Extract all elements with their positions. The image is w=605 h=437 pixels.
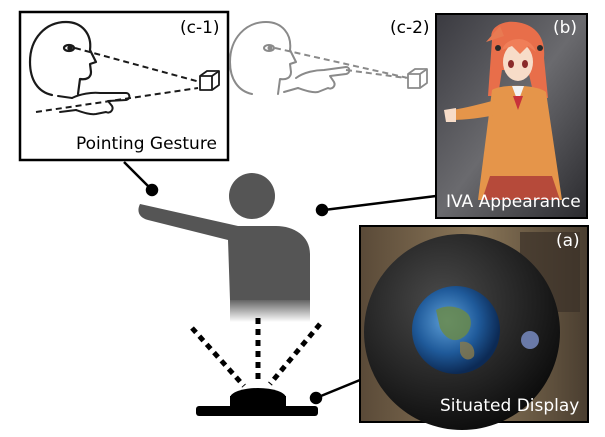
gaze-line [74, 47, 201, 83]
body-fade [230, 298, 310, 322]
target-cube-icon [199, 70, 220, 91]
person-pointing-icon [138, 173, 310, 300]
pointing-line [35, 87, 199, 113]
panel-a-tag: (a) [556, 231, 580, 251]
panel-a-caption: Situated Display [440, 396, 580, 416]
panel-c1-tag: (c-1) [180, 18, 220, 38]
pointing-line [345, 69, 407, 79]
target-cube-icon [407, 68, 428, 89]
spotlight-base-icon [190, 318, 322, 388]
pointing-hand-icon [57, 91, 131, 116]
connectors [123, 161, 437, 405]
pointing-hand-icon [283, 66, 351, 94]
base-platform [196, 388, 318, 416]
panel-b-caption: IVA Appearance [446, 192, 581, 212]
panel-c1-caption: Pointing Gesture [76, 134, 217, 154]
moon [521, 331, 539, 349]
gaze-line [274, 47, 409, 79]
panel-b-tag: (b) [553, 18, 578, 38]
panel-c1-frame [18, 10, 230, 162]
head-outline-icon [229, 21, 297, 95]
iva-character [444, 21, 562, 200]
head-outline-icon [28, 20, 98, 97]
panel-c2-tag: (c-2) [390, 18, 430, 38]
